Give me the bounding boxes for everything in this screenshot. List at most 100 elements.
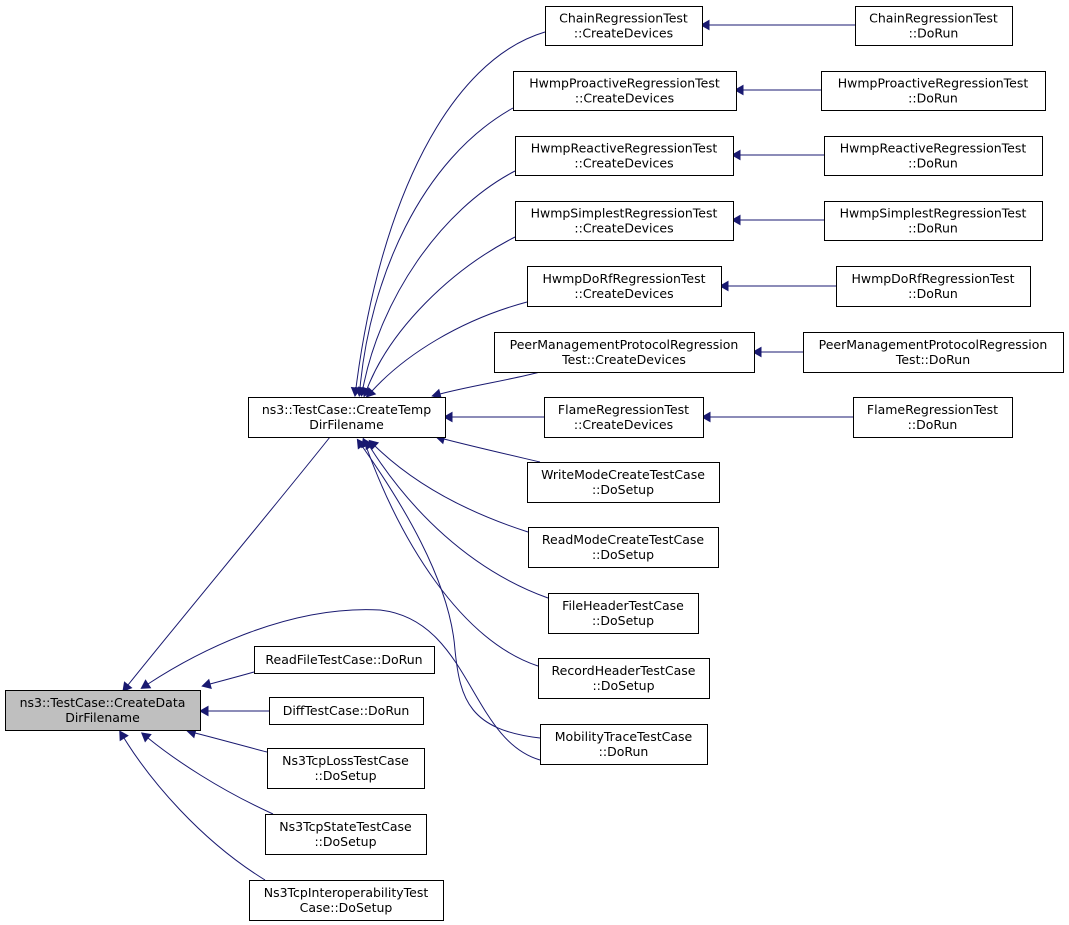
- node-state[interactable]: Ns3TcpStateTestCase::DoSetup: [265, 814, 427, 855]
- node-simC[interactable]: HwmpSimplestRegressionTest::CreateDevice…: [515, 201, 734, 241]
- edge-line: [366, 236, 516, 390]
- arrowhead-icon: [699, 19, 710, 31]
- node-label: FlameRegressionTest: [867, 402, 998, 417]
- node-chainR[interactable]: ChainRegressionTest::DoRun: [855, 6, 1013, 46]
- node-dorfC[interactable]: HwmpDoRfRegressionTest::CreateDevices: [527, 266, 722, 307]
- node-label: DirFilename: [309, 417, 384, 432]
- node-box[interactable]: [821, 71, 1046, 111]
- edge-rfile-to-root: [201, 671, 255, 690]
- edge-interop-to-root: [119, 730, 266, 881]
- node-label: Case::DoSetup: [300, 900, 393, 915]
- node-peerC[interactable]: PeerManagementProtocolRegressionTest::Cr…: [494, 332, 755, 373]
- node-rmode[interactable]: ReadModeCreateTestCase::DoSetup: [528, 527, 719, 568]
- node-box[interactable]: [545, 6, 703, 46]
- node-label: ::CreateDevices: [574, 156, 673, 171]
- node-flameR[interactable]: FlameRegressionTest::DoRun: [853, 397, 1013, 438]
- edge-line: [443, 438, 541, 463]
- node-chainC[interactable]: ChainRegressionTest::CreateDevices: [545, 6, 703, 46]
- node-simR[interactable]: HwmpSimplestRegressionTest::DoRun: [824, 201, 1043, 241]
- node-diff[interactable]: DiffTestCase::DoRun: [269, 697, 424, 725]
- edge-line: [369, 446, 549, 599]
- node-reaC[interactable]: HwmpReactiveRegressionTest::CreateDevice…: [515, 136, 734, 176]
- edge-peerC-to-tmp: [431, 371, 541, 400]
- edge-line: [127, 436, 331, 686]
- node-label: HwmpDoRfRegressionTest: [851, 271, 1014, 286]
- arrowhead-icon: [365, 387, 377, 398]
- edges-layer: [119, 19, 855, 881]
- node-box[interactable]: [528, 527, 719, 568]
- node-box[interactable]: [548, 593, 699, 634]
- arrowhead-icon: [119, 730, 129, 742]
- node-label: ::DoSetup: [314, 768, 376, 783]
- node-box[interactable]: [538, 658, 710, 699]
- node-box[interactable]: [540, 724, 708, 765]
- node-box[interactable]: [527, 462, 720, 503]
- node-loss[interactable]: Ns3TcpLossTestCase::DoSetup: [267, 748, 425, 789]
- node-label: DirFilename: [65, 710, 140, 725]
- node-label: ::DoRun: [908, 156, 958, 171]
- node-box[interactable]: [248, 397, 446, 438]
- node-rfile[interactable]: ReadFileTestCase::DoRun: [254, 646, 435, 674]
- node-dorfR[interactable]: HwmpDoRfRegressionTest::DoRun: [836, 266, 1031, 307]
- node-box[interactable]: [269, 697, 424, 725]
- node-label: ::DoSetup: [592, 547, 654, 562]
- node-box[interactable]: [836, 266, 1031, 307]
- arrowhead-icon: [730, 214, 741, 226]
- node-box[interactable]: [254, 646, 435, 674]
- node-peerR[interactable]: PeerManagementProtocolRegressionTest::Do…: [803, 332, 1064, 373]
- node-proC[interactable]: HwmpProactiveRegressionTest::CreateDevic…: [513, 71, 737, 111]
- nodes-layer: ns3::TestCase::CreateDataDirFilenamens3:…: [5, 6, 1064, 921]
- edge-line: [362, 170, 516, 389]
- node-box[interactable]: [494, 332, 755, 373]
- node-wmode[interactable]: WriteModeCreateTestCase::DoSetup: [527, 462, 720, 503]
- node-box[interactable]: [265, 814, 427, 855]
- edge-line: [371, 301, 528, 392]
- node-mob[interactable]: MobilityTraceTestCase::DoRun: [540, 724, 708, 765]
- node-box[interactable]: [267, 748, 425, 789]
- edge-rmode-to-tmp: [368, 439, 529, 533]
- node-box[interactable]: [544, 397, 704, 438]
- node-label: ::CreateDevices: [574, 286, 673, 301]
- node-label: HwmpSimplestRegressionTest: [531, 206, 718, 221]
- edge-line: [355, 31, 546, 389]
- edge-diff-to-root: [198, 705, 269, 717]
- node-reaR[interactable]: HwmpReactiveRegressionTest::DoRun: [824, 136, 1043, 176]
- node-label: PeerManagementProtocolRegression: [510, 337, 739, 352]
- node-box[interactable]: [513, 71, 737, 111]
- node-label: MobilityTraceTestCase: [555, 729, 693, 744]
- edge-mob-to-tmp: [356, 438, 541, 739]
- node-label: ns3::TestCase::CreateData: [20, 695, 186, 710]
- node-box[interactable]: [824, 201, 1043, 241]
- node-box[interactable]: [803, 332, 1064, 373]
- edge-dorfC-to-tmp: [365, 301, 528, 398]
- node-box[interactable]: [5, 690, 201, 731]
- node-box[interactable]: [527, 266, 722, 307]
- node-label: ::DoRun: [599, 744, 649, 759]
- node-box[interactable]: [515, 201, 734, 241]
- node-label: FileHeaderTestCase: [562, 598, 684, 613]
- edge-peerR-to-peerC: [751, 346, 803, 358]
- edge-line: [374, 445, 529, 533]
- node-box[interactable]: [824, 136, 1043, 176]
- node-label: ::CreateDevices: [575, 91, 674, 106]
- node-label: ns3::TestCase::CreateTemp: [262, 402, 431, 417]
- arrowhead-icon: [198, 705, 209, 717]
- node-label: ::DoRun: [908, 91, 958, 106]
- node-rhdr[interactable]: RecordHeaderTestCase::DoSetup: [538, 658, 710, 699]
- node-box[interactable]: [515, 136, 734, 176]
- arrowhead-icon: [356, 438, 367, 450]
- node-fhdr[interactable]: FileHeaderTestCase::DoSetup: [548, 593, 699, 634]
- edge-line: [209, 671, 255, 685]
- node-box[interactable]: [855, 6, 1013, 46]
- node-flameC[interactable]: FlameRegressionTest::CreateDevices: [544, 397, 704, 438]
- arrowhead-icon: [201, 678, 212, 690]
- node-label: DiffTestCase::DoRun: [283, 703, 410, 718]
- node-proR[interactable]: HwmpProactiveRegressionTest::DoRun: [821, 71, 1046, 111]
- node-box[interactable]: [249, 880, 444, 921]
- node-box[interactable]: [853, 397, 1013, 438]
- edge-reaR-to-reaC: [730, 149, 824, 161]
